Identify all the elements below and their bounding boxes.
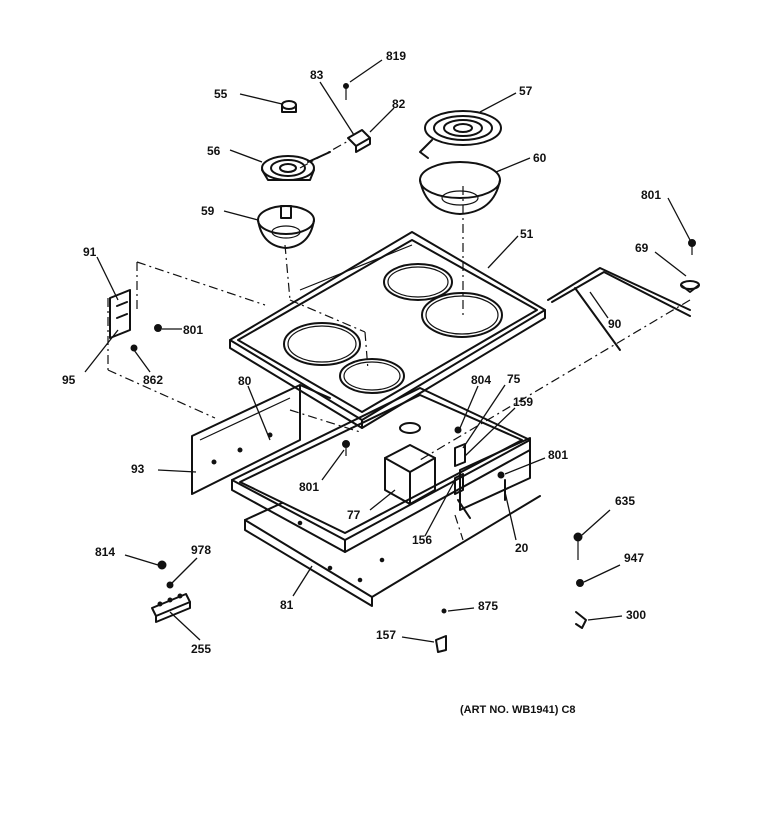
callout-156: 156 xyxy=(412,533,432,547)
callout-20: 20 xyxy=(515,541,529,555)
screw-819 xyxy=(343,83,349,100)
terminal-block xyxy=(347,129,371,153)
callout-635: 635 xyxy=(615,494,635,508)
callout-81: 81 xyxy=(280,598,294,612)
callout-51: 51 xyxy=(520,227,534,241)
callout-75: 75 xyxy=(507,372,521,386)
clip-157 xyxy=(435,608,447,653)
side-bracket-20 xyxy=(459,437,531,511)
callout-801-top: 801 xyxy=(641,188,661,202)
callout-819: 819 xyxy=(386,49,406,63)
callout-56: 56 xyxy=(207,144,221,158)
callout-83: 83 xyxy=(310,68,324,82)
callout-57: 57 xyxy=(519,84,533,98)
callout-804: 804 xyxy=(471,373,491,387)
large-drip-pan xyxy=(419,161,501,215)
screw-801-top xyxy=(688,239,696,255)
callout-814: 814 xyxy=(95,545,115,559)
callout-93: 93 xyxy=(131,462,145,476)
switch-box-77 xyxy=(384,422,436,505)
element-cap xyxy=(281,100,297,113)
callout-978: 978 xyxy=(191,543,211,557)
art-number-note: (ART NO. WB1941) C8 xyxy=(460,704,576,716)
callout-157: 157 xyxy=(376,628,396,642)
callout-862: 862 xyxy=(143,373,163,387)
rear-brace-90 xyxy=(547,267,691,351)
clip-69 xyxy=(680,280,700,293)
left-bracket xyxy=(109,289,162,352)
callout-90: 90 xyxy=(608,317,622,331)
callout-60: 60 xyxy=(533,151,547,165)
large-surface-unit xyxy=(419,110,502,159)
screw-801-right xyxy=(497,471,505,479)
callout-82: 82 xyxy=(392,97,406,111)
callout-59: 59 xyxy=(201,204,215,218)
loose-parts-right xyxy=(573,532,587,629)
front-panel-80 xyxy=(191,384,331,495)
callout-91: 91 xyxy=(83,245,97,259)
callout-875: 875 xyxy=(478,599,498,613)
callout-947: 947 xyxy=(624,551,644,565)
burner-openings xyxy=(283,263,503,394)
assembly-guide-lines xyxy=(107,139,691,541)
callout-801-right: 801 xyxy=(548,448,568,462)
callout-300: 300 xyxy=(626,608,646,622)
callout-77: 77 xyxy=(347,508,361,522)
callout-255: 255 xyxy=(191,642,211,656)
callout-labels: 819 83 82 55 57 56 60 59 801 69 51 91 80… xyxy=(62,49,661,716)
screw-801-mid xyxy=(342,440,350,456)
callout-55: 55 xyxy=(214,87,228,101)
small-surface-unit xyxy=(261,151,331,181)
callout-95: 95 xyxy=(62,373,76,387)
leader-lines xyxy=(84,59,691,643)
callout-80: 80 xyxy=(238,374,252,388)
small-drip-pan xyxy=(257,205,315,249)
cooktop-main-top xyxy=(229,231,546,429)
callout-159: 159 xyxy=(513,395,533,409)
callout-801-mid: 801 xyxy=(299,480,319,494)
callout-69: 69 xyxy=(635,241,649,255)
callout-801-left: 801 xyxy=(183,323,203,337)
